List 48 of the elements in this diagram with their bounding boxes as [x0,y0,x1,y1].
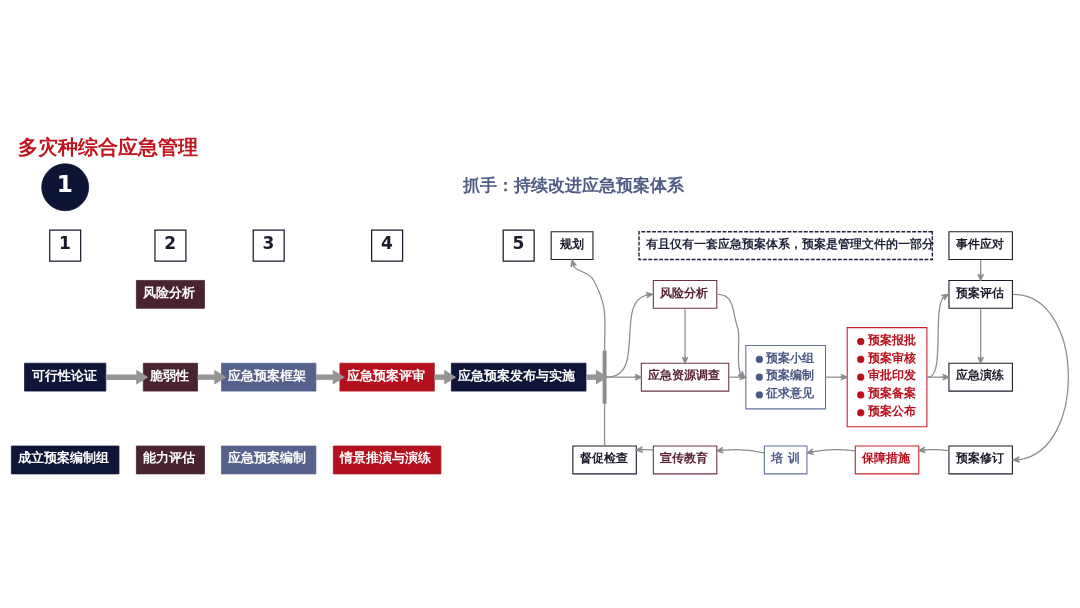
node-box: 预案评估 [948,279,1013,309]
node-box: 应急资源调查 [640,362,730,392]
node-box: 风险分析 [652,279,718,309]
node-box: 有且仅有一套应急预案体系，预案是管理文件的一部分 [638,230,933,260]
arrow [606,291,654,378]
node-box: 5 [502,229,535,262]
node-box: 督促检查 [572,445,637,474]
node-box: 应急预案评审 [339,362,435,391]
node-box: 1 [49,229,82,262]
arrow [105,369,149,385]
label: 抓手：持续改进应急预案体系 [462,174,684,195]
arrow [716,446,765,454]
node-box: 情景推演与演练 [332,445,442,474]
node-box: 事件应对 [948,230,1013,260]
node-box: 2 [154,229,187,262]
node-box: 预案报批 预案审核 审批印发 预案备案 预案公布 [846,326,928,427]
node-box: 应急预案框架 [221,362,317,391]
node-box: 能力评估 [136,445,205,474]
arrow [434,369,457,385]
node-box: 3 [252,229,285,262]
diagram-title: 多灾种综合应急管理 [17,134,198,159]
node-box: 预案小组 预案编制 征求意见 [745,344,827,409]
arrow [316,369,345,385]
node-box: 规划 [550,230,594,260]
node-box: 可行性论证 [24,362,107,391]
node-box: 宣传教育 [652,445,718,474]
node-box: 培 训 [763,445,808,474]
node-box: 脆弱性 [142,362,198,391]
node-box: 成立预案编制组 [11,445,120,474]
arrow [918,446,950,453]
arrow [977,307,985,364]
node-box: 应急预案编制 [221,445,317,474]
node-box: 风险分析 [136,279,205,309]
node-box: 应急预案发布与实施 [450,362,587,391]
arrow [1012,293,1069,463]
node-box: 应急演练 [948,362,1013,392]
arrow [806,447,856,455]
arrow [570,259,606,351]
node-bar [602,349,607,404]
node-box: 4 [371,229,404,262]
arrow [681,307,689,364]
node-circle: 1 [41,162,90,211]
connector [603,403,606,447]
node-box: 保障措施 [854,445,920,474]
node-box: 预案修订 [948,445,1013,474]
arrow [605,373,642,381]
arrow [586,369,608,385]
arrow [197,369,227,385]
